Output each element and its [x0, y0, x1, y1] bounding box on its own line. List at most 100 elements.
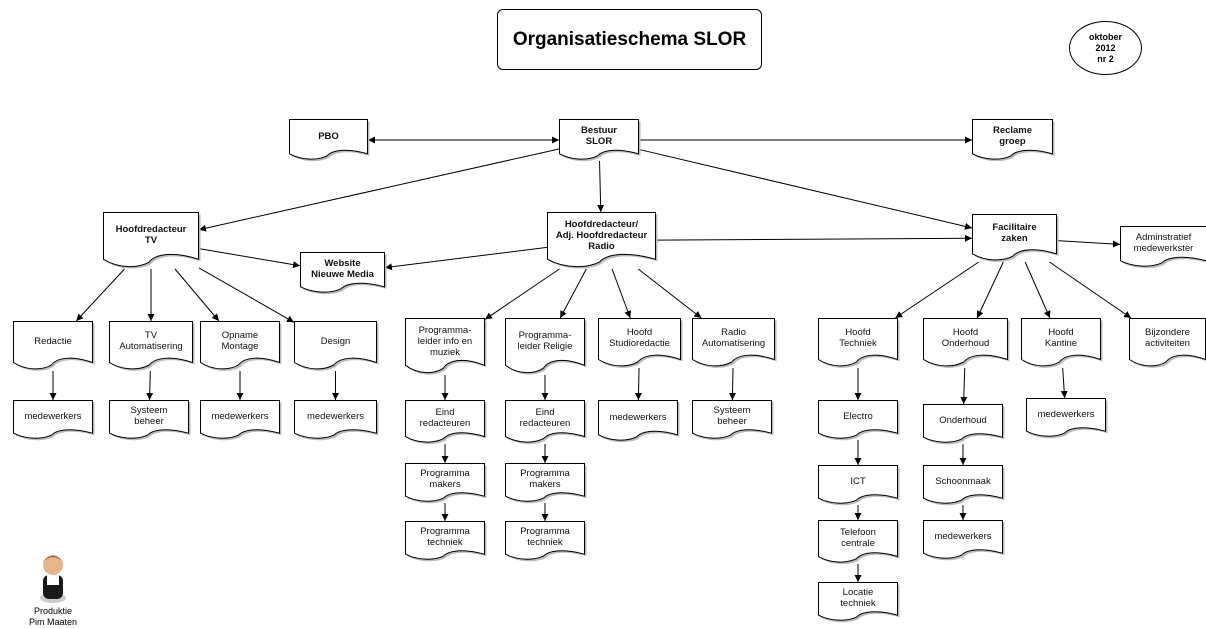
org-node-label: Programma makers: [520, 468, 570, 490]
org-node-label: Electro: [843, 410, 873, 422]
org-node-bijzondere: Bijzondere activiteiten: [1129, 318, 1206, 368]
document-shape: [300, 252, 387, 295]
document-shape: [294, 400, 379, 441]
org-node-pt1: Programma techniek: [405, 521, 487, 562]
document-shape: [109, 321, 195, 371]
document-shape: [1120, 226, 1206, 269]
org-node-label: Systeem beheer: [713, 405, 751, 427]
person-icon: [40, 555, 66, 603]
document-shape: [818, 520, 900, 565]
org-node-label: Hoofd Kantine: [1044, 327, 1078, 349]
document-shape: [692, 318, 777, 368]
org-node-admin: Adminstratief medewerkster: [1120, 226, 1206, 269]
org-node-label: Eind redacteuren: [519, 406, 571, 429]
org-node-onderhoud: Onderhoud: [923, 404, 1005, 445]
document-shape: [818, 400, 900, 441]
connector-tv-auto-to-sys-tv: [146, 370, 154, 401]
document-shape: [405, 400, 487, 445]
org-node-label: Hoofd Techniek: [839, 327, 877, 349]
connector-radio-auto-to-sys-radio: [729, 367, 737, 401]
document-shape: [598, 318, 683, 368]
connector-hoofd-studio-to-mw-studio: [635, 367, 643, 401]
org-node-mw-redactie: medewerkers: [13, 400, 95, 441]
org-node-label: medewerkers: [934, 530, 992, 542]
document-shape: [818, 318, 900, 368]
org-node-hoofd-kantine: Hoofd Kantine: [1021, 318, 1103, 368]
org-node-label: TV Automatisering: [119, 330, 183, 352]
org-node-label: Schoonmaak: [935, 475, 991, 487]
document-shape: [923, 520, 1005, 561]
connector-hoofd-radio-to-prog-rel: [559, 268, 587, 319]
org-node-electro: Electro: [818, 400, 900, 441]
org-node-label: Hoofdredacteur TV: [115, 224, 187, 246]
document-shape: [103, 212, 201, 269]
connector-bestuur-to-facilitaire: [638, 148, 973, 230]
org-node-pt2: Programma techniek: [505, 521, 587, 562]
connector-hoofd-radio-to-radio-auto: [637, 268, 702, 319]
org-node-hoofd-radio: Hoofdredacteur/ Adj. Hoofdredacteur Radi…: [547, 212, 658, 269]
org-node-facilitaire: Facilitaire zaken: [972, 214, 1059, 262]
org-node-design: Design: [294, 321, 379, 371]
org-node-mw-design: medewerkers: [294, 400, 379, 441]
org-node-label: Hoofdredacteur/ Adj. Hoofdredacteur Radi…: [555, 218, 648, 252]
document-shape: [505, 318, 587, 375]
document-shape: [923, 404, 1005, 445]
org-node-label: Website Nieuwe Media: [311, 258, 374, 280]
org-node-label: Eind redacteuren: [419, 406, 471, 429]
org-node-label: medewerkers: [24, 410, 82, 422]
connector-facilitaire-to-hoofd-onder: [976, 261, 1004, 319]
document-shape: [818, 465, 900, 506]
connector-bestuur-to-hoofd-tv: [198, 148, 560, 232]
org-node-pm2: Programma makers: [505, 463, 587, 504]
connector-hoofd-tv-to-website: [198, 248, 301, 269]
org-node-telefoon: Telefoon centrale: [818, 520, 900, 565]
document-shape: [505, 400, 587, 445]
connector-hoofd-tv-to-design: [198, 267, 295, 323]
connector-hoofd-kantine-to-mw-kantine: [1060, 367, 1068, 399]
org-node-schoonmaak: Schoonmaak: [923, 465, 1005, 506]
org-node-hoofd-tv: Hoofdredacteur TV: [103, 212, 201, 269]
document-shape: [559, 119, 641, 162]
document-shape: [1129, 318, 1206, 368]
document-shape: [13, 400, 95, 441]
connector-hoofd-radio-to-website: [384, 246, 548, 271]
org-node-label: Adminstratief medewerkster: [1133, 232, 1194, 254]
org-node-mw-kantine: medewerkers: [1026, 398, 1108, 439]
document-shape: [505, 463, 587, 504]
document-shape: [547, 212, 658, 269]
connector-hoofd-tv-to-opname: [174, 268, 220, 322]
connector-facilitaire-to-hoofd-tech: [894, 261, 980, 319]
org-node-label: Radio Automatisering: [701, 327, 766, 349]
connector-facilitaire-to-hoofd-kantine: [1024, 261, 1051, 319]
producer-label: Produktie Pim Maaten: [28, 606, 78, 627]
org-node-mw-onder: medewerkers: [923, 520, 1005, 561]
connector-bestuur-to-hoofd-radio: [597, 160, 605, 213]
org-node-hoofd-studio: Hoofd Studioredactie: [598, 318, 683, 368]
org-node-sys-tv: Systeem beheer: [109, 400, 191, 441]
connector-hoofd-radio-to-prog-info: [484, 268, 560, 320]
org-node-label: Bijzondere activiteiten: [1145, 327, 1190, 349]
document-shape: [505, 521, 587, 562]
document-shape: [405, 463, 487, 504]
org-node-redactie: Redactie: [13, 321, 95, 371]
org-node-prog-info: Programma- leider info en muziek: [405, 318, 487, 375]
connector-facilitaire-to-admin: [1056, 240, 1121, 248]
org-node-label: ICT: [850, 475, 866, 487]
org-node-label: Telefoon centrale: [840, 526, 876, 549]
connector-facilitaire-to-bijzondere: [1049, 261, 1132, 319]
org-node-website: Website Nieuwe Media: [300, 252, 387, 295]
document-shape: [294, 321, 379, 371]
document-shape: [1021, 318, 1103, 368]
org-node-mw-opname: medewerkers: [200, 400, 282, 441]
org-node-sys-radio: Systeem beheer: [692, 400, 774, 441]
connector-hoofd-tv-to-redactie: [75, 268, 125, 322]
org-node-label: medewerkers: [211, 410, 269, 422]
org-node-label: Hoofd Onderhoud: [941, 327, 990, 349]
connector-hoofd-radio-to-facilitaire: [655, 234, 973, 242]
document-shape: [923, 465, 1005, 506]
org-node-tv-auto: TV Automatisering: [109, 321, 195, 371]
document-shape: [923, 318, 1010, 368]
connector-hoofd-onder-to-onderhoud: [960, 367, 968, 405]
document-shape: [13, 321, 95, 371]
